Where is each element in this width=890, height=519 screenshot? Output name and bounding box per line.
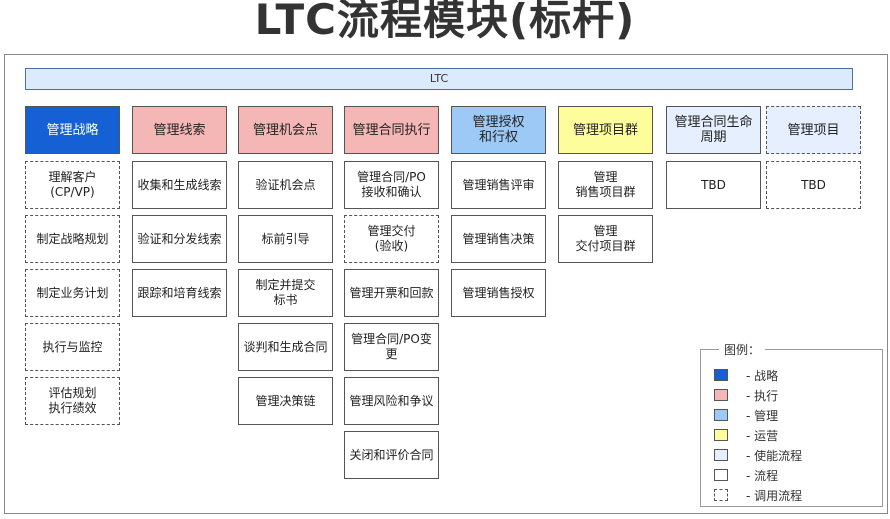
legend-label: - 管理: [746, 408, 779, 423]
ltc-bar: LTC: [25, 68, 853, 90]
process-box[interactable]: 管理交付 (验收): [344, 215, 439, 263]
legend-swatch: [714, 449, 728, 461]
legend-label: - 运营: [746, 428, 779, 443]
legend-swatch: [714, 429, 728, 441]
process-box[interactable]: 跟踪和培育线索: [132, 269, 227, 317]
legend-swatch: [714, 369, 728, 381]
process-box[interactable]: 制定业务计划: [25, 269, 120, 317]
legend-label: - 执行: [746, 388, 779, 403]
legend-item: - 流程: [714, 467, 778, 483]
process-box[interactable]: 制定战略规划: [25, 215, 120, 263]
legend-label: - 调用流程: [746, 488, 803, 503]
process-box[interactable]: 执行与监控: [25, 323, 120, 371]
process-box[interactable]: 验证和分发线索: [132, 215, 227, 263]
page-title: LTC流程模块(标杆): [254, 0, 636, 44]
process-box[interactable]: 管理 销售项目群: [558, 161, 653, 209]
legend: 图例： - 战略 - 执行 - 管理 - 运营 - 使能流程 - 流程 - 调用流程: [700, 341, 883, 507]
column-header[interactable]: 管理合同执行: [344, 106, 439, 154]
process-box[interactable]: 管理风险和争议: [344, 377, 439, 425]
column-header[interactable]: 管理项目: [766, 106, 861, 154]
legend-title: 图例：: [719, 341, 766, 358]
column-header[interactable]: 管理项目群: [558, 106, 653, 154]
process-box[interactable]: 标前引导: [238, 215, 333, 263]
legend-item: - 使能流程: [714, 447, 802, 463]
process-box[interactable]: 管理 交付项目群: [558, 215, 653, 263]
process-box[interactable]: 管理合同/PO变更: [344, 323, 439, 371]
process-box[interactable]: 管理合同/PO 接收和确认: [344, 161, 439, 209]
legend-label: - 使能流程: [746, 448, 803, 463]
legend-label: - 流程: [746, 468, 779, 483]
process-box[interactable]: 谈判和生成合同: [238, 323, 333, 371]
process-box[interactable]: 管理销售授权: [451, 269, 546, 317]
legend-item: - 战略: [714, 367, 778, 383]
process-box[interactable]: 关闭和评价合同: [344, 431, 439, 479]
legend-item: - 调用流程: [714, 487, 802, 503]
process-box[interactable]: 管理决策链: [238, 377, 333, 425]
legend-swatch: [714, 469, 728, 481]
process-box[interactable]: 验证机会点: [238, 161, 333, 209]
column-header[interactable]: 管理合同生命 周期: [666, 106, 761, 154]
legend-item: - 管理: [714, 407, 778, 423]
process-box[interactable]: 评估规划 执行绩效: [25, 377, 120, 425]
process-box[interactable]: 管理销售评审: [451, 161, 546, 209]
legend-item: - 运营: [714, 427, 778, 443]
column-header[interactable]: 管理授权 和行权: [451, 106, 546, 154]
legend-item: - 执行: [714, 387, 778, 403]
process-box[interactable]: 管理开票和回款: [344, 269, 439, 317]
process-box[interactable]: 制定并提交 标书: [238, 269, 333, 317]
legend-label: - 战略: [746, 368, 779, 383]
process-box[interactable]: 管理销售决策: [451, 215, 546, 263]
process-box[interactable]: TBD: [666, 161, 761, 209]
legend-swatch: [714, 489, 728, 501]
legend-swatch: [714, 389, 728, 401]
process-box[interactable]: TBD: [766, 161, 861, 209]
column-header[interactable]: 管理线索: [132, 106, 227, 154]
process-box[interactable]: 理解客户 (CP/VP): [25, 161, 120, 209]
legend-swatch: [714, 409, 728, 421]
process-box[interactable]: 收集和生成线索: [132, 161, 227, 209]
column-header[interactable]: 管理战略: [25, 106, 120, 154]
column-header[interactable]: 管理机会点: [238, 106, 333, 154]
